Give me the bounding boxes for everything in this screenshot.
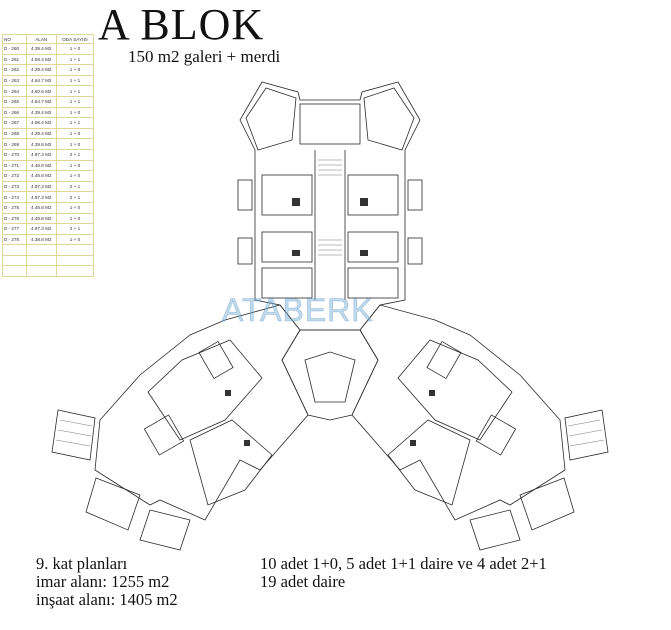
col-header-rooms: ODA SAYISI: [55, 34, 95, 44]
unit-rooms: [55, 254, 95, 267]
unit-summary: 10 adet 1+0, 5 adet 1+1 daire ve 4 adet …: [260, 555, 547, 591]
watermark: ATABERK: [222, 292, 374, 329]
construction-area: inşaat alanı: 1405 m2: [36, 590, 178, 609]
unit-area: [25, 254, 57, 267]
unit-rooms: [55, 265, 95, 278]
zoning-area: imar alanı: 1255 m2: [36, 572, 170, 591]
unit-breakdown: 10 adet 1+0, 5 adet 1+1 daire ve 4 adet …: [260, 554, 547, 573]
unit-table-header: NO ALAN ODA SAYISI: [2, 34, 95, 44]
floor-label: 9. kat planları: [36, 554, 128, 573]
col-header-area: ALAN: [25, 34, 57, 44]
page-title: A BLOK: [98, 0, 265, 49]
unit-total: 19 adet daire: [260, 572, 346, 591]
table-row: [2, 265, 95, 278]
unit-area: [25, 265, 57, 278]
floor-info: 9. kat planları imar alanı: 1255 m2 inşa…: [36, 555, 178, 609]
page-subtitle: 150 m2 galeri + merdi: [128, 47, 281, 66]
table-row: [2, 254, 95, 267]
